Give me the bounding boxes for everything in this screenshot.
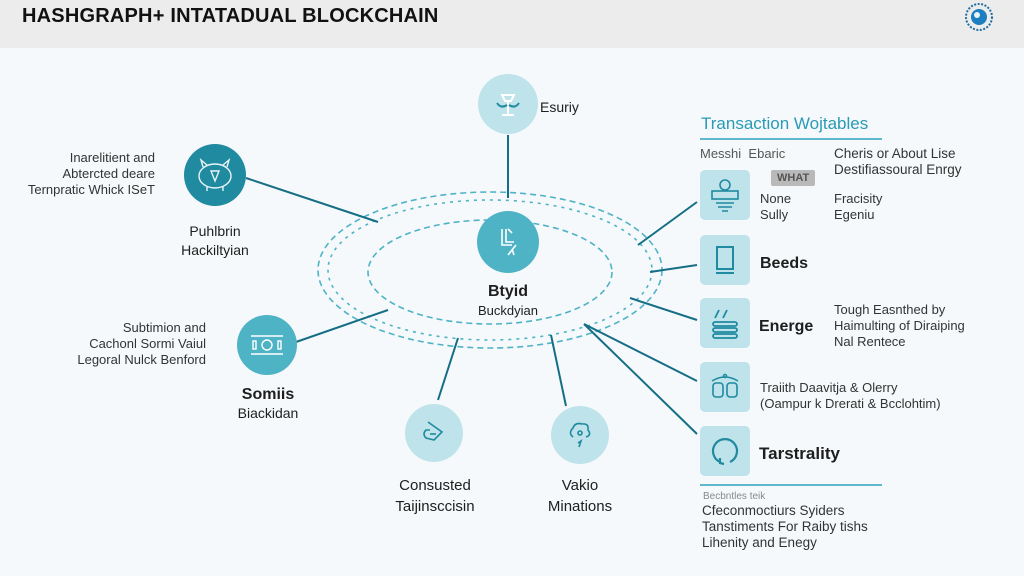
center-node-subtitle: Buckdyian [478,303,538,318]
connector-right-3 [629,297,698,321]
left-node-1[interactable] [184,144,246,206]
connector-right-1 [637,201,698,246]
connector-bottom-2 [550,334,567,407]
energy-stack-icon [712,309,738,339]
panel-row-4-text: Traiith Daavitja & Olerry (Oampur k Drer… [760,380,941,411]
panel-title-underline [700,138,882,140]
panel-row-4-icon-box[interactable] [700,362,750,412]
tree-server-icon [711,179,739,212]
panel-row-1-icon-box[interactable] [700,170,750,220]
top-node-label: Esuriy [540,99,579,115]
panel-row-1-right: Fracisity Egeniu [834,191,883,222]
panel-row-5-label: Tarstrality [759,444,840,463]
bottom-node-2[interactable] [551,406,609,464]
center-node-label: Btyid Buckdyian [440,282,576,320]
connector-bottom-1 [437,337,459,401]
left-node-2-description: Subtimion and Cachonl Sormi Vaiul Legora… [77,320,206,367]
panel-row-3-right: Tough Easnthed by Haimulting of Diraipin… [834,302,965,349]
what-badge[interactable]: WHAT [771,170,816,186]
panel-footer-rule [700,484,882,486]
top-node[interactable] [478,74,538,134]
connector-right-4 [583,323,698,382]
tablet-icon [716,246,734,274]
panel-col-right-header: Cheris or About Lise Destifiassoural Enr… [834,146,962,177]
panel-title: Transaction Wojtables [701,114,869,133]
panel-row-1-label: None Sully [760,191,792,222]
devices-icon [711,373,739,398]
panel-row-2-label: Beeds [760,255,809,272]
connector-right-2 [649,264,698,273]
connector-left-2 [295,309,389,343]
connector-left-1 [245,177,379,223]
scale-icon [496,94,520,116]
cloud-icon [569,422,591,448]
orbit-inner [367,219,613,325]
circular-arrow-icon [711,438,739,466]
piggy-bank-icon [198,158,232,191]
center-node-title: Btyid [488,283,528,300]
bottom-node-2-label: Vakio Minations [547,477,613,515]
left-node-2-label: Somiis Biackidan [237,386,299,421]
hand-icon [423,421,444,441]
panel-row-3-icon-box[interactable] [700,298,750,348]
panel-col-headers: Messhi Ebaric [700,146,786,161]
left-node-1-label: Puhlbrin Hackiltyian [181,223,249,258]
left-node-2[interactable] [237,315,297,375]
globe-seal-icon [965,3,993,31]
page-title: HASHGRAPH+ INTATADUAL BLOCKCHAIN [22,5,439,27]
left-node-1-description: Inarelitient and Abtercted deare Ternpra… [27,150,155,197]
panel-footer-text: Cfeconmoctiurs Syiders Tanstiments For R… [702,503,868,550]
bridge-icon [501,228,517,256]
panel-footer-caption: Becbntles teik [703,491,766,502]
center-node[interactable] [477,211,539,273]
orbit-middle [327,199,653,341]
panel-row-2-icon-box[interactable] [700,235,750,285]
connector-right-5 [583,323,698,435]
bottom-node-1[interactable] [405,404,463,462]
bottom-node-1-label: Consusted Taijinsccisin [395,477,475,515]
panel-row-5-icon-box[interactable] [700,426,750,476]
panel-row-3-label: Energe [759,318,814,335]
header-bar: HASHGRAPH+ INTATADUAL BLOCKCHAIN [0,0,1024,48]
network-icon [251,335,283,355]
